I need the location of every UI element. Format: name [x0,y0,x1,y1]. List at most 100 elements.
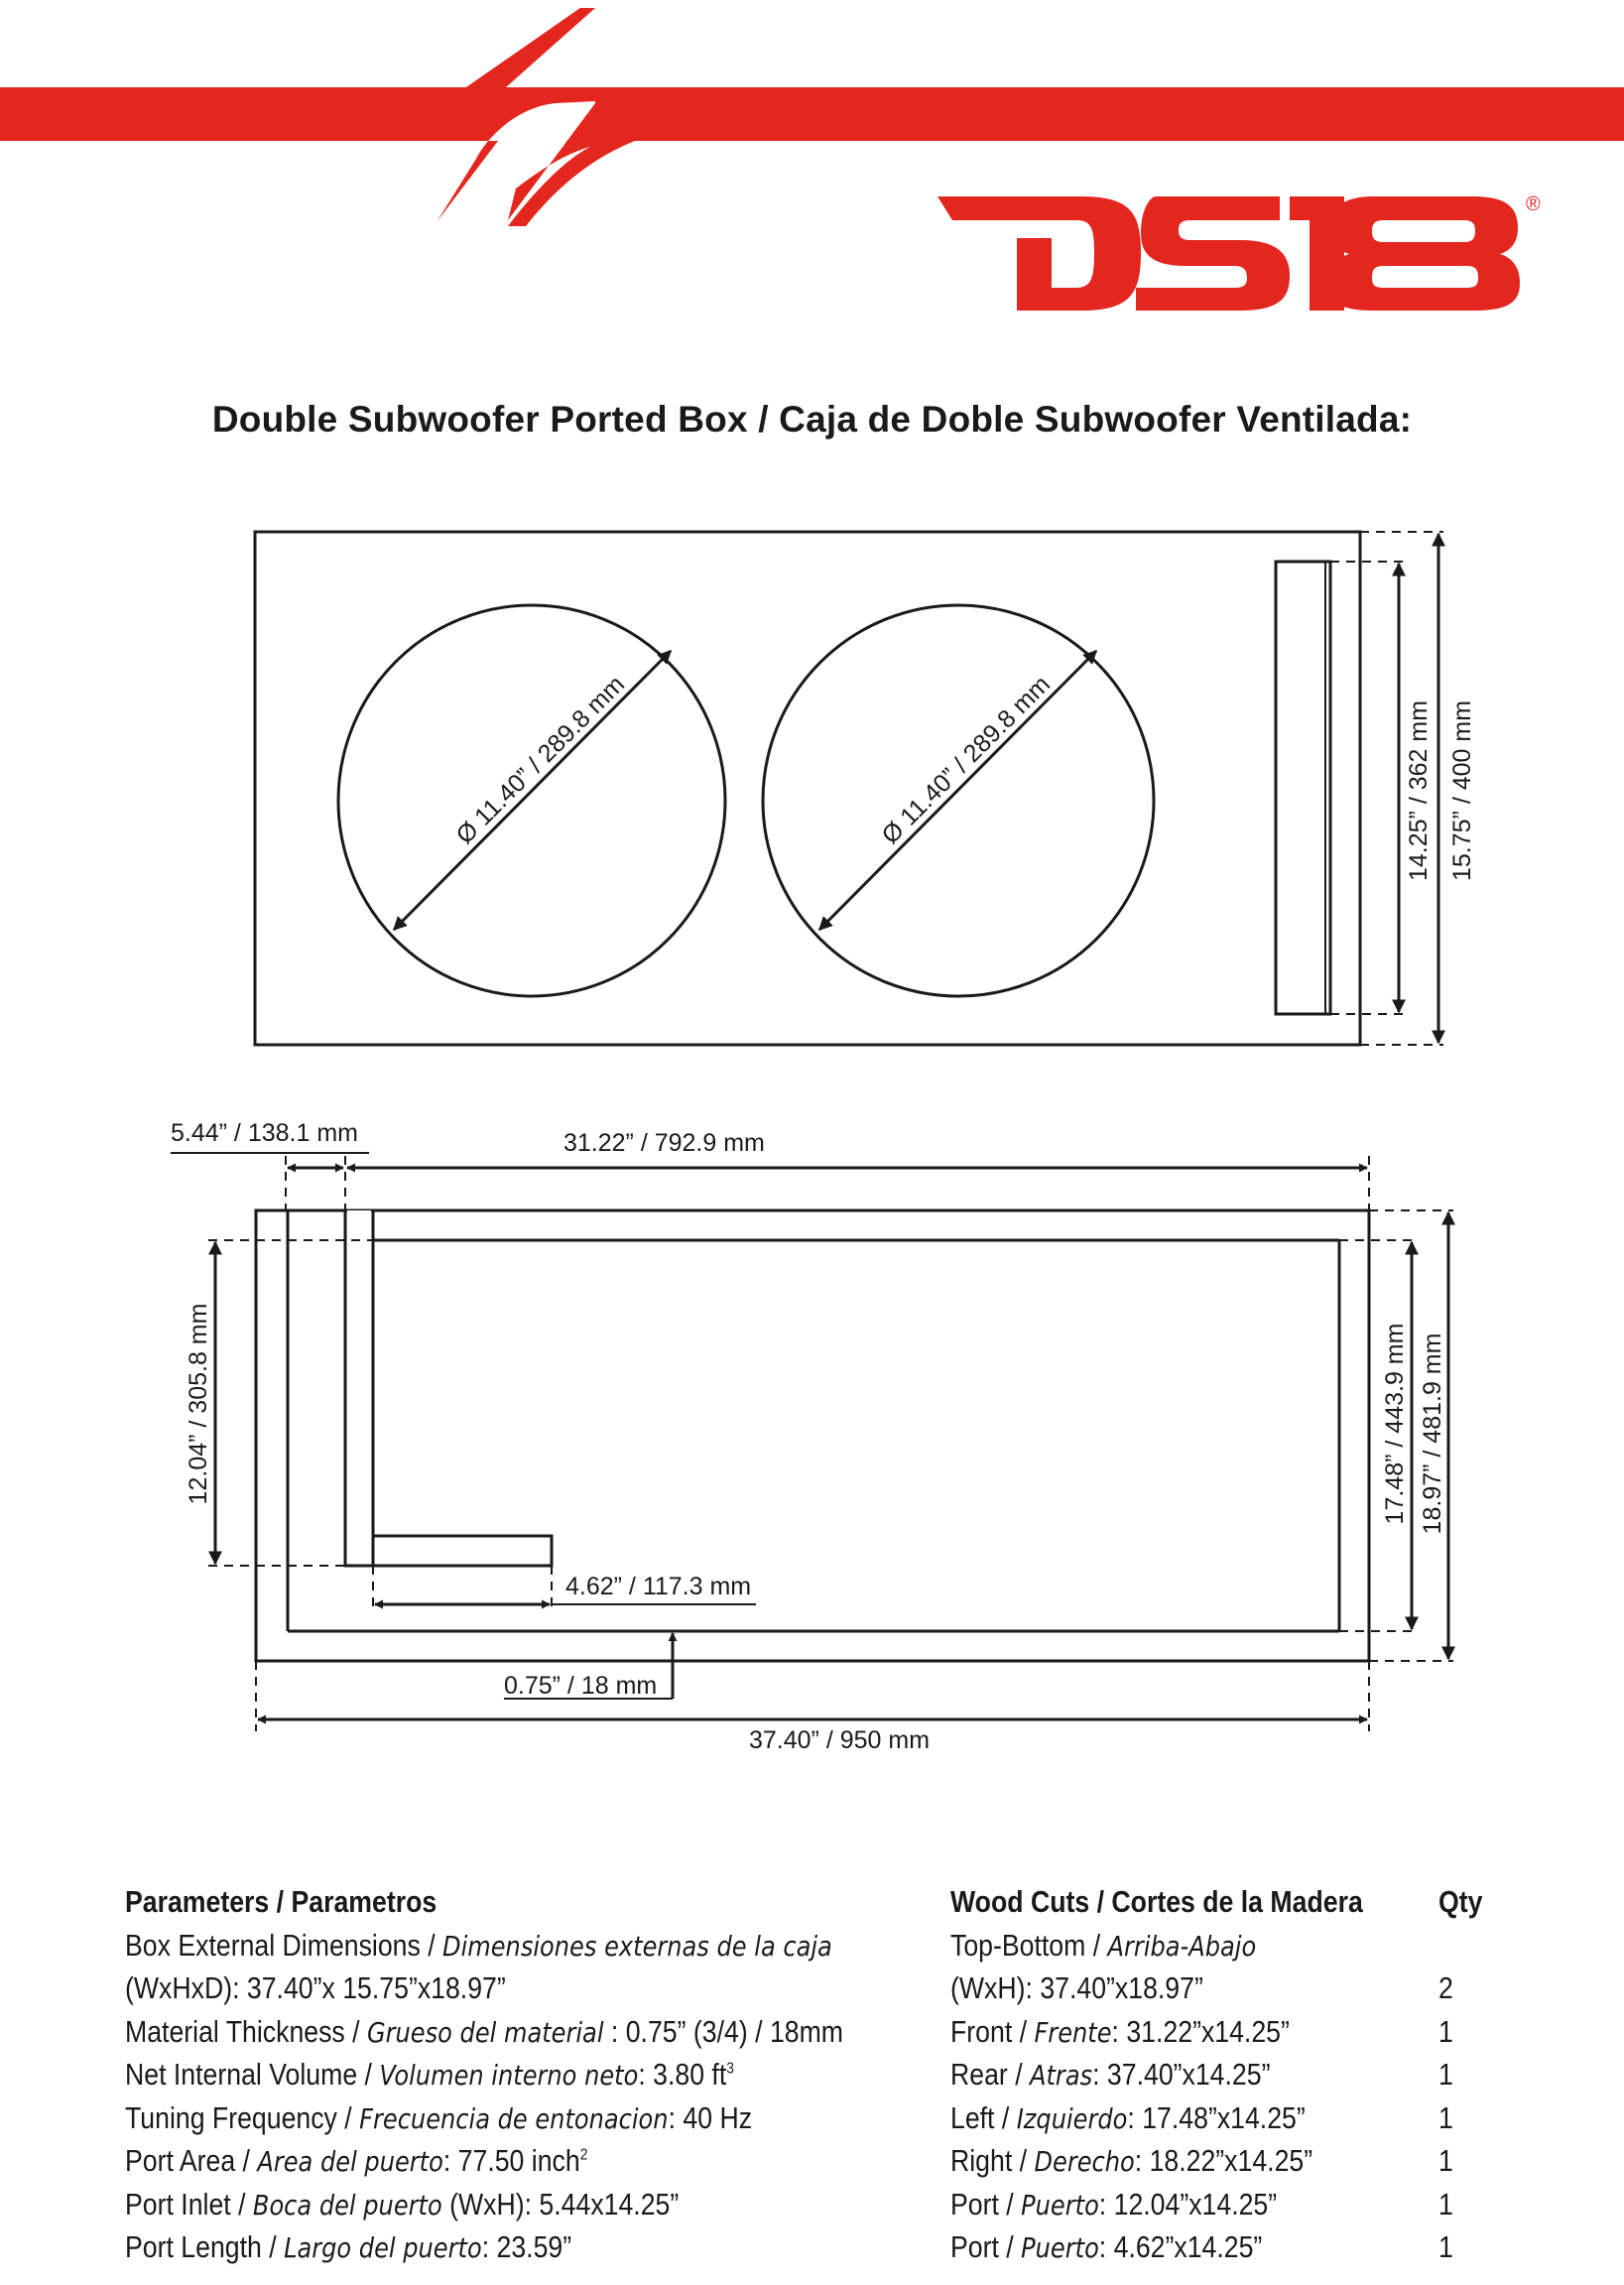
port-wall [343,1208,375,1568]
parameter-row: Net Internal Volume / Volumen interno ne… [125,2053,843,2096]
wood-cut-row: Right / Derecho: 18.22”x14.25” [950,2139,1363,2183]
wood-cut-row-label: Front / [950,2013,1035,2049]
qty-cell: 1 [1438,2013,1453,2049]
box-drawing: Ø 11.40” / 289.8 mm Ø 11.40” / 289.8 mm … [171,530,1476,1754]
woofer-cutout-1 [336,603,727,998]
wood-cut-row: Rear / Atras: 37.40”x14.25” [950,2053,1363,2096]
wood-cut-row: Port / Puerto: 4.62”x14.25” [950,2225,1363,2269]
outer-depth-label: 18.97” / 481.9 mm [1419,1333,1446,1535]
parameter-row-spanish-label: Boca del puerto [252,2188,442,2222]
wood-cut-row-value: : 31.22”x14.25” [1111,2013,1290,2049]
parameter-row-spanish-label: Dimensiones externas de la caja [442,1929,832,1963]
qty-cell [1438,1924,1482,1968]
parameter-row-label: Box External Dimensions / [125,1927,443,1963]
wood-cut-row-spanish-label: Derecho [1034,2145,1135,2178]
port-height-label: 14.25” / 362 mm [1405,700,1433,881]
box-height-label: 15.75” / 400 mm [1448,700,1476,881]
wood-cut-row-value: : 4.62”x14.25” [1098,2229,1263,2264]
thickness-label: 0.75” / 18 mm [504,1672,657,1700]
header-swoosh-tail [466,8,595,87]
woofer-2-diameter-line [817,649,1098,932]
port-bend-label: 4.62” / 117.3 mm [565,1573,751,1600]
parameter-row-unit-exponent: 3 [726,2060,734,2078]
wood-cut-row: (WxH): 37.40”x18.97” [950,1967,1363,2010]
wood-cuts-header: Wood Cuts / Cortes de la Madera [950,1884,1363,1919]
parameter-row-value: : 0.75” (3/4) / 18mm [603,2013,844,2049]
parameter-row-spanish-label: Largo del puerto [284,2231,482,2264]
wood-cut-row-value: : 17.48”x14.25” [1127,2099,1306,2135]
parameter-row-spanish-label: Area del puerto [257,2145,443,2178]
parameter-row-label: Port Area / [125,2143,258,2178]
parameter-row: Tuning Frequency / Frecuencia de entonac… [125,2096,843,2140]
parameter-row-label: Net Internal Volume / [125,2057,380,2092]
wood-cuts-table: Wood Cuts / Cortes de la Madera Top-Bott… [950,1880,1363,2269]
outer-box [254,1208,1371,1663]
qty-cell: 1 [1438,2099,1453,2135]
wood-cut-row-label: Port / [950,2229,1022,2264]
wood-cut-row-label: Port / [950,2186,1022,2222]
qty-cell: 1 [1438,2143,1453,2178]
parameter-row-label: Port Inlet / [125,2186,253,2222]
total-width-label: 37.40” / 950 mm [749,1726,930,1754]
wood-cut-row: Top-Bottom / Arriba-Abajo [950,1924,1363,1968]
qty-cell: 1 [1438,2057,1453,2092]
parameter-row-spanish-label: Frecuencia de entonacion [359,2101,669,2135]
woofer-1-label: Ø 11.40” / 289.8 mm [450,671,630,850]
parameters-header: Parameters / Parametros [125,1884,437,1919]
wood-cut-row-label: (WxH): 37.40”x18.97” [950,1970,1203,2005]
port-length-label: 12.04” / 305.8 mm [185,1304,212,1505]
header-banner: ® [0,8,1624,311]
side-view [171,1152,1455,1731]
parameter-row-label: Tuning Frequency / [125,2099,360,2135]
page-title: Double Subwoofer Ported Box / Caja de Do… [211,399,1413,440]
wood-cut-row: Front / Frente: 31.22”x14.25” [950,2010,1363,2054]
inner-depth-label: 17.48” / 443.9 mm [1381,1324,1409,1525]
top-view-box [253,530,1362,1047]
wood-cut-row-spanish-label: Puerto [1021,2188,1099,2222]
parameters-rows: Box External Dimensions / Dimensiones ex… [125,1924,843,2269]
parameters-table: Parameters / Parametros Box External Dim… [125,1880,843,2269]
front-width-label: 31.22” / 792.9 mm [563,1129,765,1157]
wood-cut-row-spanish-label: Arriba-Abajo [1107,1929,1257,1963]
qty-cell: 1 [1438,2186,1453,2222]
parameter-row-unit-exponent: 2 [579,2146,588,2164]
ds18-logo [937,196,1520,311]
parameter-row: Port Inlet / Boca del puerto (WxH): 5.44… [125,2183,843,2226]
qty-header: Qty [1438,1884,1483,1919]
parameter-row-value: : 77.50 inch [442,2143,580,2178]
parameter-row: Material Thickness / Grueso del material… [125,2010,843,2054]
port-bend-board [371,1534,554,1568]
wood-cut-row-value: : 37.40”x14.25” [1092,2057,1271,2092]
wood-cut-row-value: : 12.04”x14.25” [1098,2186,1278,2222]
wood-cut-row-label: Right / [950,2143,1035,2178]
parameter-row: Port Length / Largo del puerto: 23.59” [125,2225,843,2269]
wood-cut-row-label: Left / [950,2099,1017,2135]
header-swoosh-drop [508,141,635,226]
woofer-cutout-2 [761,603,1156,998]
wood-cut-row-spanish-label: Puerto [1021,2231,1099,2264]
parameter-row-value: (WxH): 5.44x14.25” [441,2186,680,2222]
wood-cuts-rows: Top-Bottom / Arriba-Abajo(WxH): 37.40”x1… [950,1924,1363,2269]
woofer-1-diameter-line [392,649,673,932]
parameter-row-value: : 3.80 ft [638,2057,727,2092]
parameter-row-label: Material Thickness / [125,2013,367,2049]
parameter-row-spanish-label: Grueso del material [366,2015,604,2049]
parameter-row: Box External Dimensions / Dimensiones ex… [125,1924,843,1968]
top-view-port-slot [1274,560,1332,1016]
parameter-row-label: (WxHxD): 37.40”x 15.75”x18.97” [125,1970,506,2005]
wood-cut-row-label: Rear / [950,2057,1031,2092]
header-swoosh [0,8,1624,222]
wood-cut-row-spanish-label: Atras [1030,2059,1093,2092]
wood-cut-row-label: Top-Bottom / [950,1927,1108,1963]
parameter-row: Port Area / Area del puerto: 77.50 inch2 [125,2139,843,2183]
wood-cut-row: Port / Puerto: 12.04”x14.25” [950,2183,1363,2226]
wood-cut-row-value: : 18.22”x14.25” [1134,2143,1313,2178]
top-view [253,530,1445,1047]
registered-mark: ® [1526,193,1541,215]
wood-cut-row: Left / Izquierdo: 17.48”x14.25” [950,2096,1363,2140]
parameter-row-value: : 23.59” [481,2229,572,2264]
wood-cut-row-spanish-label: Frente [1034,2015,1112,2049]
qty-cell: 1 [1438,2229,1453,2264]
parameter-row-spanish-label: Volumen interno neto [379,2059,639,2092]
